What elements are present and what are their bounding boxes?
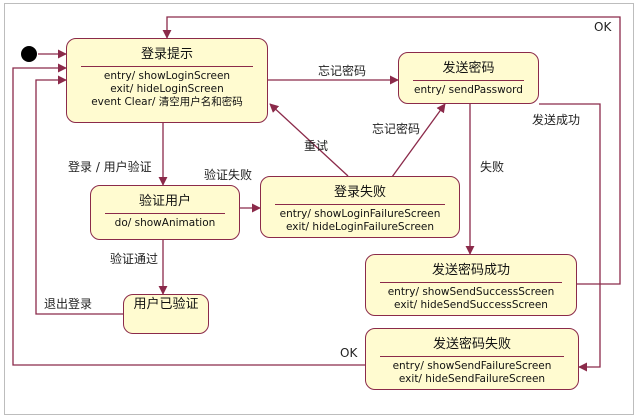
state-action: event Clear/ 清空用户名和密码 [91, 96, 243, 108]
state-send-failure[interactable]: 发送密码失败 entry/ showSendFailureScreen exit… [365, 328, 579, 390]
label-ok-top: OK [594, 20, 612, 34]
state-action: exit/ hideSendSuccessScreen [394, 299, 548, 311]
state-action: exit/ hideLoginFailureScreen [285, 221, 435, 233]
label-forgot-2: 忘记密码 [372, 122, 421, 136]
transition-ok-top [162, 16, 621, 285]
label-logout: 退出登录 [44, 297, 93, 311]
state-action: entry/ showSendFailureScreen [392, 360, 552, 372]
state-separator [105, 213, 225, 214]
state-separator [413, 80, 524, 81]
transition-send-ok [539, 103, 601, 372]
transition-retry [269, 103, 349, 177]
state-action: do/ showAnimation [114, 217, 216, 229]
label-send-ok: 发送成功 [532, 113, 581, 127]
label-verify-pass: 验证通过 [110, 252, 159, 266]
state-action: entry/ sendPassword [414, 84, 523, 96]
state-separator [275, 204, 445, 205]
state-send-success[interactable]: 发送密码成功 entry/ showSendSuccessScreen exit… [365, 254, 577, 316]
state-action: exit/ hideSendFailureScreen [398, 373, 546, 385]
state-login-prompt-name: 登录提示 [140, 47, 193, 62]
state-action: entry/ showLoginFailureScreen [279, 208, 441, 220]
state-login-failed[interactable]: 登录失败 entry/ showLoginFailureScreen exit/… [260, 176, 460, 238]
state-send-password-name: 发送密码 [442, 61, 495, 76]
label-ok-bottom: OK [340, 346, 358, 360]
state-verify-user-name: 验证用户 [138, 194, 191, 209]
state-send-failure-name: 发送密码失败 [432, 337, 511, 352]
label-fail: 失败 [480, 160, 505, 174]
state-user-verified-name: 用户已验证 [133, 297, 199, 312]
label-retry: 重试 [304, 139, 329, 153]
label-forgot-1: 忘记密码 [318, 64, 367, 78]
state-action: entry/ showLoginScreen [103, 70, 231, 82]
state-send-password[interactable]: 发送密码 entry/ sendPassword [398, 52, 539, 104]
state-send-success-name: 发送密码成功 [431, 263, 510, 278]
transition-ok-bottom [12, 63, 365, 366]
state-user-verified[interactable]: 用户已验证 [123, 294, 209, 334]
state-separator [380, 356, 564, 357]
label-verify-fail: 验证失败 [204, 168, 253, 182]
state-login-prompt[interactable]: 登录提示 entry/ showLoginScreen exit/ hideLo… [66, 38, 268, 123]
state-verify-user[interactable]: 验证用户 do/ showAnimation [90, 185, 240, 240]
state-action: exit/ hideLoginScreen [110, 83, 224, 95]
transition-logout [35, 75, 123, 315]
state-action: entry/ showSendSuccessScreen [387, 286, 555, 298]
state-separator [81, 66, 253, 67]
state-login-failed-name: 登录失败 [333, 185, 386, 200]
label-login-verify: 登录 / 用户验证 [68, 160, 152, 174]
initial-state [21, 46, 37, 62]
state-separator [380, 282, 562, 283]
transition-forgot-2 [391, 103, 446, 178]
